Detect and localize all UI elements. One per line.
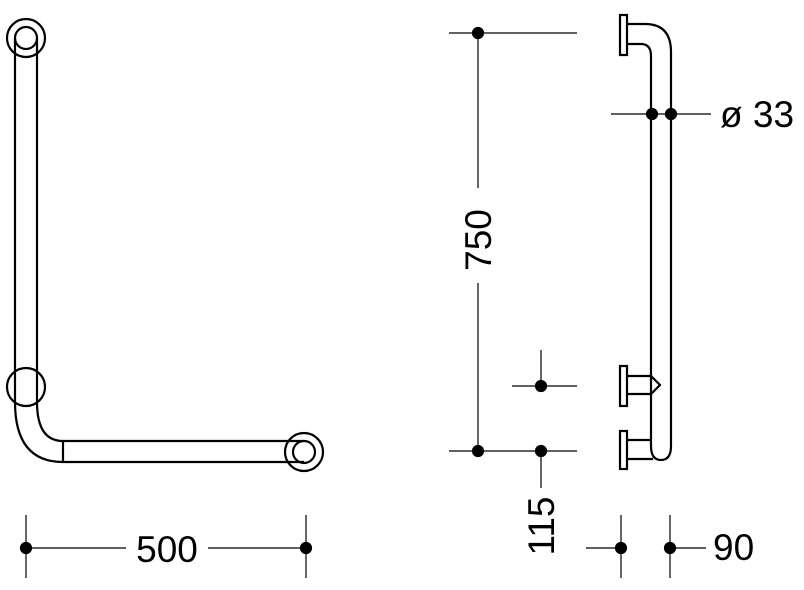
front-view xyxy=(5,17,325,473)
bottom-flange xyxy=(618,429,629,471)
top-arm xyxy=(627,22,673,462)
bottom-arm xyxy=(627,438,653,461)
diameter-label: ø 33 xyxy=(720,94,794,135)
end-rosette xyxy=(283,431,325,473)
projection-dimension xyxy=(586,515,706,578)
width-dimension xyxy=(19,515,313,578)
side-view xyxy=(618,13,673,471)
height-dimension xyxy=(449,26,577,458)
middle-flange xyxy=(618,364,629,408)
tube-outer-edge xyxy=(13,38,304,464)
top-flange xyxy=(618,13,629,57)
middle-rosette xyxy=(5,366,47,408)
projection-label: 90 xyxy=(713,527,754,568)
middle-support xyxy=(627,374,662,396)
top-rosette-inner xyxy=(13,25,39,51)
diameter-dimension xyxy=(611,107,711,121)
width-label: 500 xyxy=(136,529,198,570)
height-label: 750 xyxy=(458,209,499,271)
tube-inner-edge xyxy=(35,38,304,443)
end-rosette-inner xyxy=(291,439,317,465)
top-rosette xyxy=(5,17,47,59)
offset-dimension xyxy=(512,350,577,488)
offset-label: 115 xyxy=(521,497,562,556)
